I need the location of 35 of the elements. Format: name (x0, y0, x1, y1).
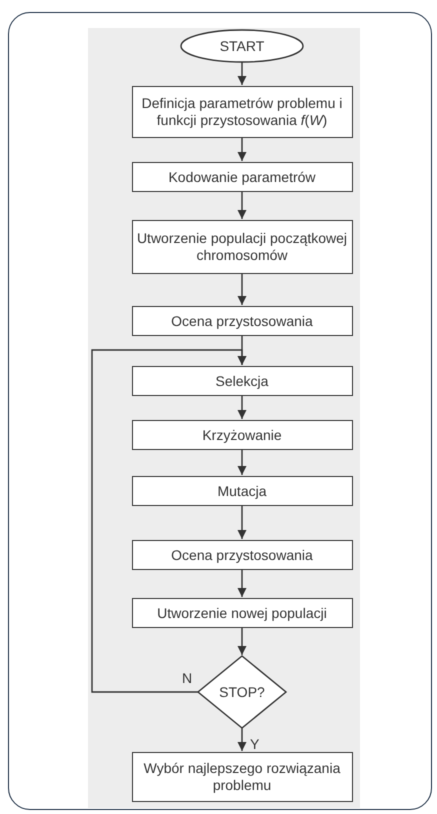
arrow (238, 450, 246, 475)
process-box (132, 162, 352, 192)
node-text: Mutacja (217, 482, 267, 500)
node-text: Utworzenie nowej populacji (157, 604, 327, 622)
node-text: STOP? (219, 684, 265, 700)
process-box (132, 598, 352, 628)
node-text: Ocena przystosowania (171, 546, 313, 564)
node-text: Krzyżowanie (202, 426, 282, 444)
process-box (132, 752, 352, 802)
node-text: Utworzenie populacji początkowej chromosomów (136, 230, 348, 264)
node-text: START (220, 38, 264, 54)
arrow (238, 192, 246, 219)
process-box (132, 420, 352, 450)
arrow (238, 570, 246, 597)
node-text: Wybór najlepszego rozwiązania problemu (142, 760, 342, 794)
arrow (238, 628, 246, 655)
node-text: Selekcja (216, 372, 268, 390)
process-box (132, 306, 352, 336)
node-text: Ocena przystosowania (171, 312, 313, 330)
node-text: Kodowanie parametrów (168, 168, 316, 186)
arrow (238, 138, 246, 161)
process-box (132, 366, 352, 396)
arrow (91, 349, 246, 693)
arrow (238, 62, 246, 85)
process-box (132, 476, 352, 506)
edge-label: N (181, 670, 194, 686)
process-box (132, 86, 352, 138)
edge-label: Y (249, 736, 260, 752)
arrow (238, 274, 246, 305)
process-box (132, 220, 352, 274)
arrow (238, 728, 246, 751)
arrow (238, 506, 246, 539)
arrow (238, 396, 246, 419)
node-text: Definicja parametrów problemu i funkcji przystosowania f(W) (140, 95, 344, 129)
process-box (132, 540, 352, 570)
